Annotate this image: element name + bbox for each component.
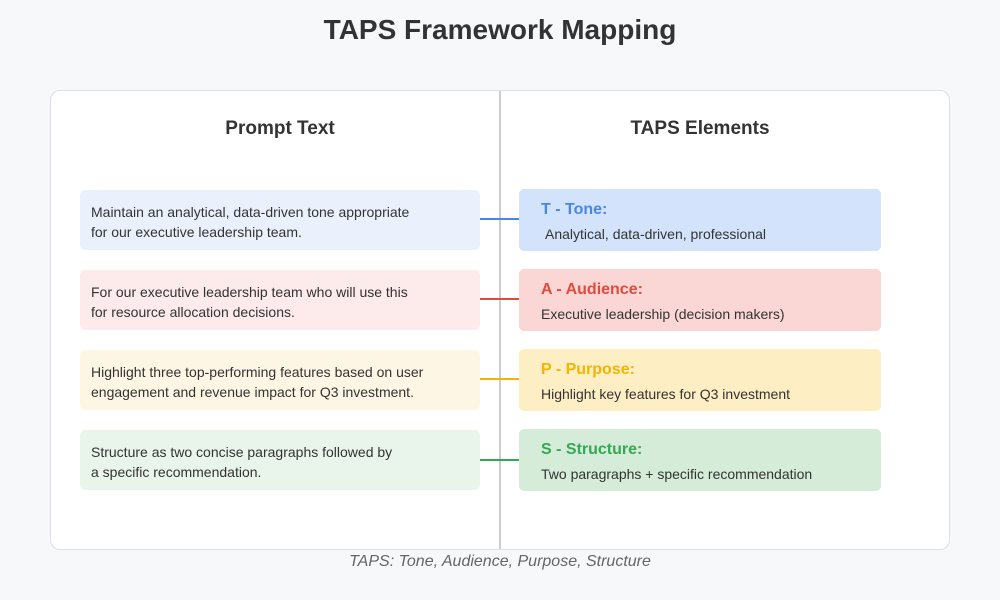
element-box-structure: S - Structure: Two paragraphs + specific… bbox=[519, 429, 881, 491]
prompt-box-structure: Structure as two concise paragraphs foll… bbox=[80, 430, 480, 490]
footer-legend: TAPS: Tone, Audience, Purpose, Structure bbox=[349, 553, 651, 570]
prompt-line: for our executive leadership team. bbox=[91, 224, 302, 240]
element-label: T - Tone: bbox=[541, 201, 608, 218]
element-label: P - Purpose: bbox=[541, 361, 635, 378]
prompt-text-heading: Prompt Text bbox=[225, 118, 335, 139]
prompt-line: Maintain an analytical, data-driven tone… bbox=[91, 204, 410, 220]
element-description: Two paragraphs + specific recommendation bbox=[541, 466, 813, 482]
prompt-line: For our executive leadership team who wi… bbox=[91, 284, 408, 300]
element-label: A - Audience: bbox=[541, 281, 643, 298]
connector-tone bbox=[480, 218, 519, 220]
prompt-line: engagement and revenue impact for Q3 inv… bbox=[91, 384, 414, 400]
prompt-line: Highlight three top-performing features … bbox=[91, 364, 424, 380]
prompt-box-audience: For our executive leadership team who wi… bbox=[80, 270, 480, 330]
prompt-box-tone: Maintain an analytical, data-driven tone… bbox=[80, 190, 480, 250]
prompt-line: for resource allocation decisions. bbox=[91, 304, 295, 320]
connector-purpose bbox=[480, 378, 519, 380]
prompt-line: a specific recommendation. bbox=[91, 464, 262, 480]
connector-structure bbox=[480, 459, 519, 461]
column-divider bbox=[499, 91, 501, 549]
prompt-box-purpose: Highlight three top-performing features … bbox=[80, 350, 480, 410]
element-description: Highlight key features for Q3 investment bbox=[541, 386, 791, 402]
prompt-line: Structure as two concise paragraphs foll… bbox=[91, 444, 393, 460]
taps-elements-heading: TAPS Elements bbox=[630, 118, 770, 139]
page-title: TAPS Framework Mapping bbox=[323, 14, 677, 45]
element-box-audience: A - Audience: Executive leadership (deci… bbox=[519, 269, 881, 331]
element-description: Executive leadership (decision makers) bbox=[541, 306, 785, 322]
element-description: Analytical, data-driven, professional bbox=[545, 226, 767, 242]
connector-audience bbox=[480, 298, 519, 300]
element-label: S - Structure: bbox=[541, 441, 643, 458]
element-box-tone: T - Tone: Analytical, data-driven, profe… bbox=[519, 189, 881, 251]
element-box-purpose: P - Purpose: Highlight key features for … bbox=[519, 349, 881, 411]
